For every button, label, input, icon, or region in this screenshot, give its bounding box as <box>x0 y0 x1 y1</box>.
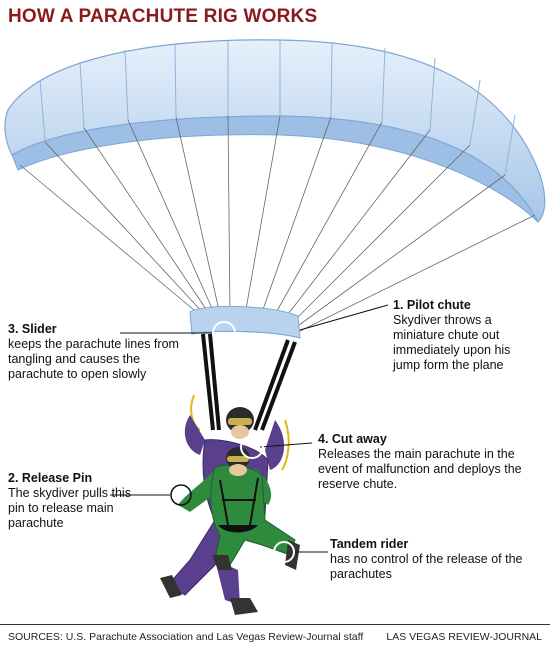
page-title: HOW A PARACHUTE RIG WORKS <box>8 6 318 27</box>
callout-heading: 2. Release Pin <box>8 471 93 485</box>
callout-heading: 4. Cut away <box>318 432 387 446</box>
risers <box>201 333 297 431</box>
callout-heading: 3. Slider <box>8 322 57 336</box>
callout-text: keeps the parachute lines from tangling … <box>8 337 179 381</box>
callout-heading: Tandem rider <box>330 537 409 551</box>
tandem-rider <box>178 447 300 570</box>
credit-text: LAS VEGAS REVIEW-JOURNAL <box>386 631 542 643</box>
steering-toggles <box>190 394 290 471</box>
slider <box>189 305 301 339</box>
sources-text: SOURCES: U.S. Parachute Association and … <box>8 631 364 643</box>
callout-slider: 3. Slider keeps the parachute lines from… <box>8 322 198 382</box>
callout-tandem-rider: Tandem rider has no control of the relea… <box>330 537 545 582</box>
callout-text: The skydiver pulls this pin to release m… <box>8 486 131 530</box>
footer: SOURCES: U.S. Parachute Association and … <box>0 624 550 651</box>
callout-cut-away: 4. Cut away Releases the main parachute … <box>318 432 543 492</box>
callout-text: Releases the main parachute in the event… <box>318 447 522 491</box>
suspension-lines <box>19 115 536 333</box>
callout-text: Skydiver throws a miniature chute out im… <box>393 313 511 372</box>
main-canopy <box>4 39 546 223</box>
callout-release-pin: 2. Release Pin The skydiver pulls this p… <box>8 471 138 531</box>
callout-pilot-chute: 1. Pilot chute Skydiver throws a miniatu… <box>393 298 528 373</box>
callout-heading: 1. Pilot chute <box>393 298 471 312</box>
callout-leaders <box>110 304 389 563</box>
callout-text: has no control of the release of the par… <box>330 552 523 581</box>
